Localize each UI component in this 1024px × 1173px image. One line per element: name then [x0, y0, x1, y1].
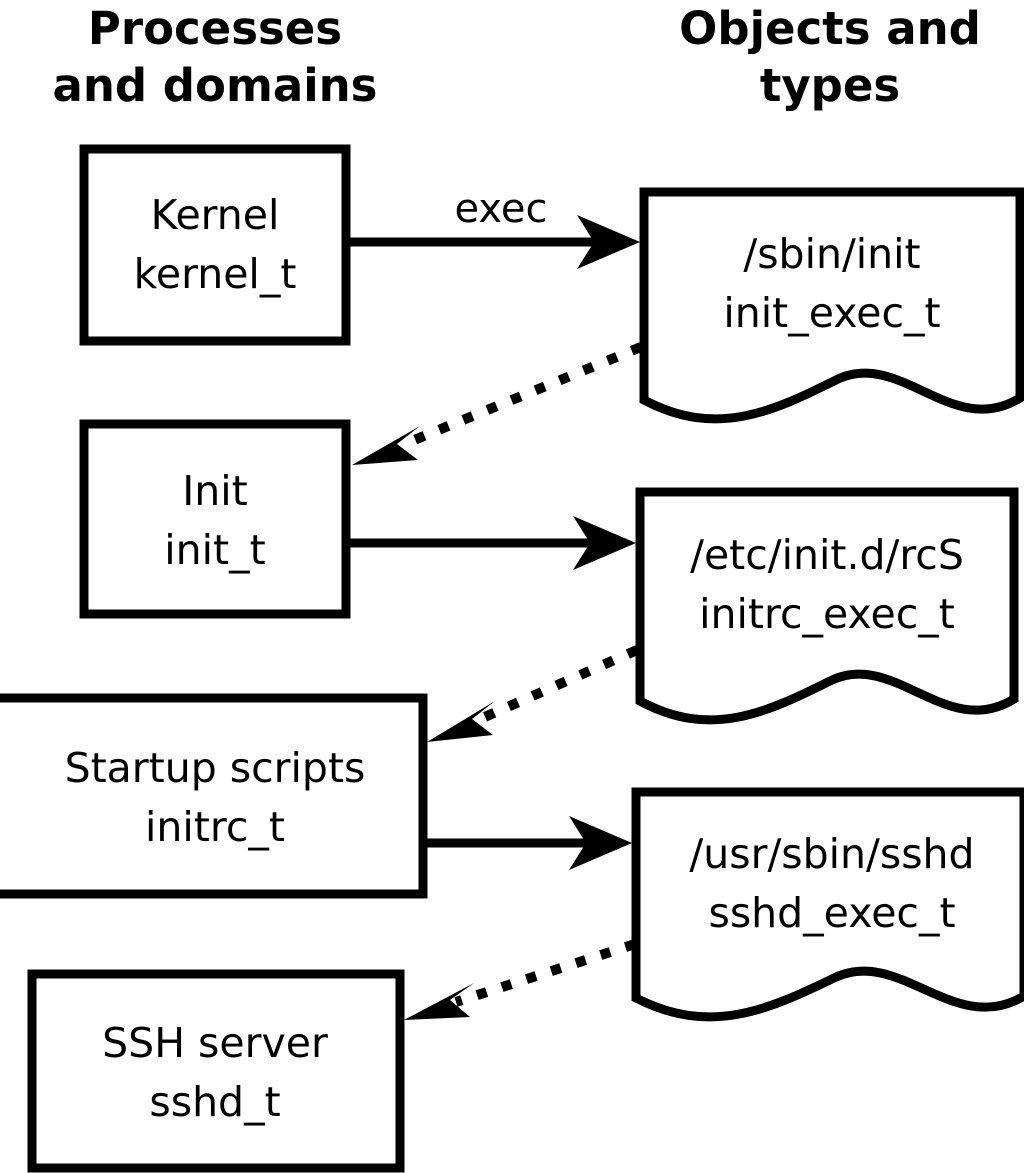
- edge-kernel-to-init-exec-arrowhead: [577, 215, 640, 269]
- edge-sshd-exec-to-sshd: [404, 939, 637, 1020]
- node-init[interactable]: Init init_t: [79, 419, 351, 619]
- edge-init-exec-to-init: [352, 342, 643, 465]
- column-title-processes: Processes and domains: [53, 2, 378, 112]
- edge-sshd-exec-to-sshd-arrowhead: [404, 983, 474, 1020]
- edge-initrc-exec-to-initrc-arrowhead: [427, 701, 495, 742]
- node-init-exec[interactable]: /sbin/init init_exec_t: [639, 187, 1024, 424]
- node-sshd-exec[interactable]: /usr/sbin/sshd sshd_exec_t: [631, 787, 1024, 1022]
- node-init-box[interactable]: [79, 419, 351, 619]
- node-sshd-line2: sshd_t: [149, 1078, 280, 1126]
- node-kernel[interactable]: Kernel kernel_t: [79, 144, 351, 346]
- node-kernel-line1: Kernel: [151, 191, 280, 239]
- node-initrc-line2: initrc_t: [145, 803, 285, 851]
- node-sshd[interactable]: SSH server sshd_t: [27, 969, 405, 1173]
- column-title-processes-line2: and domains: [53, 59, 378, 112]
- edge-init-to-initrc-exec: [350, 516, 636, 570]
- node-init-exec-line2: init_exec_t: [723, 289, 940, 337]
- node-initrc-exec-line2: initrc_exec_t: [699, 590, 955, 638]
- edge-init-to-initrc-exec-arrowhead: [573, 516, 636, 570]
- column-title-processes-line1: Processes: [88, 2, 342, 55]
- node-initrc-exec[interactable]: /etc/init.d/rcS initrc_exec_t: [635, 487, 1019, 725]
- node-sshd-exec-document[interactable]: [631, 787, 1024, 1022]
- edge-init-exec-to-init-line: [400, 342, 643, 450]
- edge-kernel-to-init-exec: exec: [350, 186, 640, 269]
- edge-initrc-to-sshd-exec-arrowhead: [569, 816, 632, 870]
- node-kernel-box[interactable]: [79, 144, 351, 346]
- node-sshd-exec-line1: /usr/sbin/sshd: [689, 830, 974, 878]
- edge-init-exec-to-init-arrowhead: [352, 426, 420, 465]
- node-initrc-line1: Startup scripts: [65, 744, 366, 792]
- node-initrc-box[interactable]: [0, 693, 428, 899]
- column-title-objects-line1: Objects and: [679, 2, 981, 55]
- node-initrc[interactable]: Startup scripts initrc_t: [0, 693, 428, 899]
- node-init-line1: Init: [182, 467, 248, 515]
- node-init-line2: init_t: [164, 526, 265, 574]
- edge-label-exec: exec: [455, 186, 548, 232]
- node-sshd-box[interactable]: [27, 969, 405, 1173]
- node-kernel-line2: kernel_t: [134, 250, 297, 298]
- node-init-exec-document[interactable]: [639, 187, 1024, 424]
- column-title-objects-line2: types: [760, 59, 900, 112]
- node-initrc-exec-line1: /etc/init.d/rcS: [690, 531, 964, 579]
- node-sshd-line1: SSH server: [102, 1019, 328, 1067]
- edge-initrc-exec-to-initrc: [427, 645, 640, 742]
- node-initrc-exec-document[interactable]: [635, 487, 1019, 725]
- edge-initrc-to-sshd-exec: [427, 816, 632, 870]
- edge-sshd-exec-to-sshd-line: [454, 939, 637, 1007]
- node-init-exec-line1: /sbin/init: [743, 230, 920, 278]
- edge-initrc-exec-to-initrc-line: [475, 645, 640, 725]
- column-title-objects: Objects and types: [679, 2, 981, 112]
- node-sshd-exec-line2: sshd_exec_t: [708, 889, 955, 937]
